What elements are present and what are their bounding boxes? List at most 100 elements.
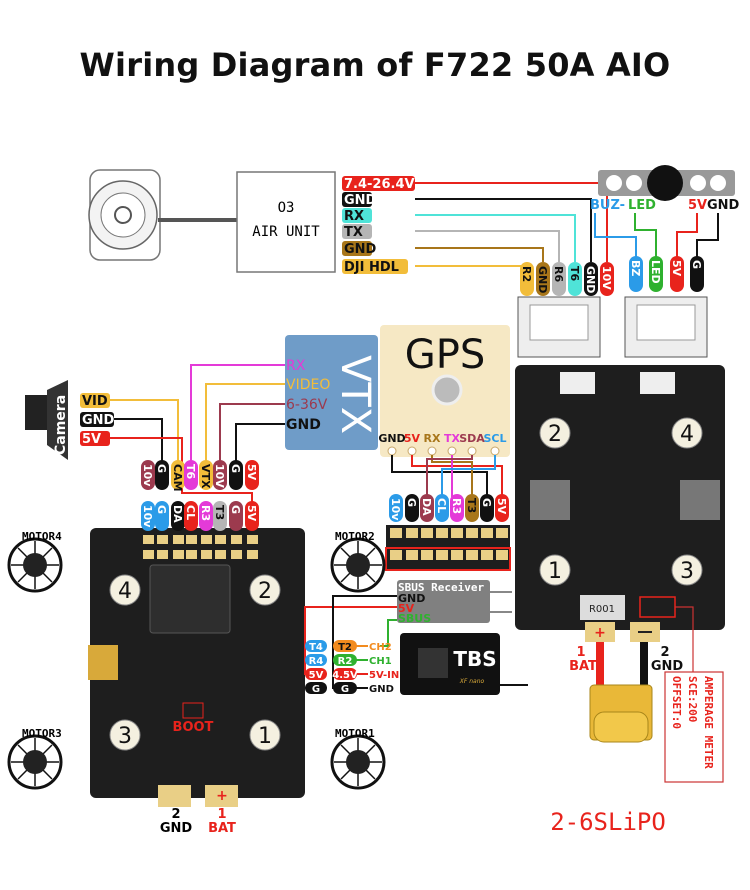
camera-wire-label-bg (80, 393, 110, 408)
pin-label: 10V (213, 464, 226, 488)
pin-body (568, 262, 582, 296)
pin-label: T3 (213, 505, 226, 520)
esc-bat-label: BAT (569, 659, 597, 674)
pin-body (245, 460, 259, 490)
buzzer-label-led: LED (628, 198, 656, 213)
o3-wire-label-bg (342, 241, 372, 256)
pin-label: 5V (495, 498, 508, 515)
motor-label: MOTOR2 (335, 530, 375, 543)
pad (406, 550, 418, 560)
sbus-wire-label: 5V (398, 602, 415, 615)
motor-number: 1 (258, 724, 272, 749)
gps-pad (490, 446, 500, 456)
vtx-name: VTX (332, 355, 378, 434)
rx-wire-label: CH1 (369, 656, 392, 667)
o3-pin: R2 (520, 262, 534, 296)
gps-pad-label: 5V (404, 432, 421, 445)
camera: Camera (25, 380, 69, 460)
pin-label: R2 (520, 266, 533, 282)
gps-pin: 5V (495, 494, 509, 522)
fc-bat-label: BAT (208, 821, 236, 836)
pin-label: 10v (141, 505, 154, 528)
fc-pin-row2: 10v (141, 501, 155, 531)
pin-body (229, 501, 243, 531)
gps-pad-label: TX (444, 432, 461, 445)
pin-body (141, 460, 155, 490)
rx-wire-label: 5V-IN (369, 670, 399, 681)
esc-shunt-label: R001 (589, 604, 615, 615)
esc-number-badge (539, 417, 571, 449)
pin-body (155, 460, 169, 490)
o3-wire-label: DJI HDL (344, 260, 399, 275)
fc-uart-pin-label: T4 (309, 642, 323, 653)
rx-pin (333, 640, 357, 652)
pin-label: 10v (389, 498, 402, 521)
camera-wire-label: GND (82, 413, 115, 428)
wire (380, 619, 397, 647)
pin-label: G (229, 505, 242, 514)
pin-body (600, 262, 614, 296)
rx-wire-label: CH2 (369, 642, 392, 653)
o3-name: O3 (278, 200, 295, 216)
pad (390, 550, 402, 560)
pin-body (649, 256, 663, 292)
fc-pin-row1: 5V (245, 460, 259, 490)
wire (415, 182, 608, 262)
pad (466, 528, 478, 538)
pad (231, 550, 242, 559)
gps-pin: R3 (450, 494, 464, 522)
pad (466, 550, 478, 560)
gps-pin: CL (435, 494, 449, 522)
motor-hub (346, 750, 370, 774)
pad (201, 535, 212, 544)
pin-body (141, 501, 155, 531)
buzzer-pin: 5V (670, 256, 684, 292)
pin-body (199, 460, 213, 490)
pin-body (171, 501, 185, 531)
pad (215, 535, 226, 544)
pin-label: 10V (600, 266, 613, 290)
wire (415, 247, 544, 262)
pin-label: G (229, 464, 242, 473)
camera-name: Camera (53, 395, 69, 455)
fc-pin-row2: G (155, 501, 169, 531)
page-title: Wiring Diagram of F722 50A AIO (79, 46, 671, 84)
tbs-receiver: TBS XF nano (400, 633, 528, 695)
pin-body (480, 494, 494, 522)
motor-number: 2 (258, 579, 272, 604)
tbs-name: TBS (453, 647, 496, 671)
pin-label: T3 (465, 498, 478, 513)
amperage-meter-note: AMPERAGE METER SCE:200 OFFSET:0 (664, 606, 724, 783)
motor-hub (23, 553, 47, 577)
motor-hub (346, 553, 370, 577)
fc-uart-pin (305, 668, 327, 680)
fc-uart-pin-label: G (312, 684, 320, 695)
pin-body (495, 494, 509, 522)
motor-label: MOTOR3 (22, 727, 62, 740)
buzzer-pin: LED (649, 256, 663, 292)
vtx-wire-label: 6-36V (286, 397, 328, 413)
pin-body (670, 256, 684, 292)
motor-hub (23, 750, 47, 774)
pad (186, 535, 197, 544)
gps-pin: G (480, 494, 494, 522)
pad (143, 550, 154, 559)
pin-body (155, 501, 169, 531)
camera-wire-label-bg (80, 412, 114, 427)
tbs-model: XF nano (459, 678, 485, 685)
pin-label: CL (184, 505, 197, 520)
o3-pin: GND (584, 262, 598, 296)
motor-number-badge (249, 719, 281, 751)
esc-number: 3 (680, 559, 694, 584)
camera-wire-label-bg (80, 431, 110, 446)
pin-label: T6 (184, 464, 197, 480)
pin-label: BZ (629, 260, 642, 276)
wire (426, 455, 473, 497)
pin-body (213, 460, 227, 490)
gps-module: GPS (380, 325, 510, 457)
fc-uart-pin (305, 682, 327, 694)
o3-wire-label-bg (342, 192, 372, 207)
rx-pin-label: G (341, 684, 349, 695)
pin-body (245, 501, 259, 531)
gps-pad (447, 446, 457, 456)
